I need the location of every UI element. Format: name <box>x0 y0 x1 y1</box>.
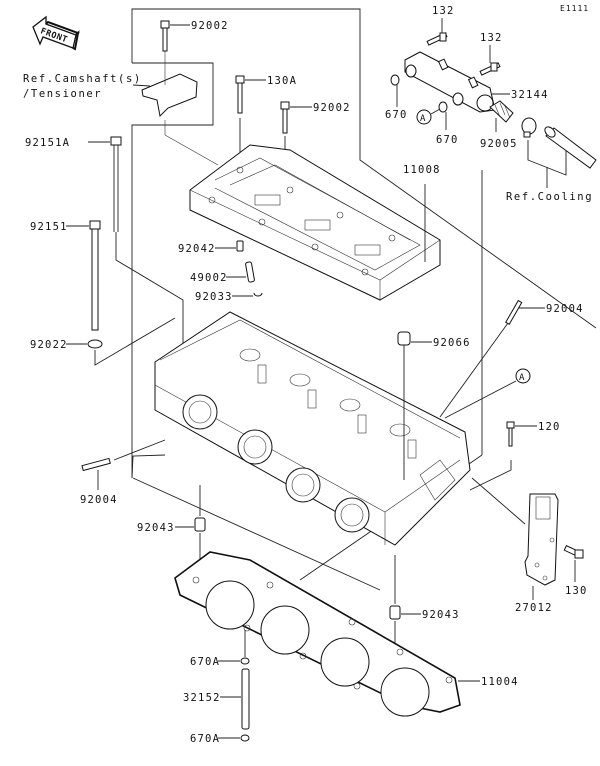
oring-670a-top <box>240 657 250 665</box>
lifter-49002 <box>245 261 255 283</box>
oring-670a-bottom <box>240 734 250 742</box>
label-132-a: 132 <box>432 5 455 17</box>
label-670a-top: 670A <box>190 656 220 668</box>
bolt-120 <box>506 421 515 447</box>
label-32144: 32144 <box>511 89 549 101</box>
reference-frame-lines <box>131 8 597 591</box>
label-49002: 49002 <box>190 272 228 284</box>
dowel-92042 <box>236 240 244 252</box>
label-92002-top: 92002 <box>191 20 229 32</box>
label-132-b: 132 <box>480 32 503 44</box>
label-92005: 92005 <box>480 138 518 150</box>
water-pipe-32144 <box>404 51 496 113</box>
bolt-92151 <box>89 220 101 331</box>
bolt-92002-top <box>160 20 170 52</box>
washer-92022 <box>87 339 103 349</box>
label-130a: 130A <box>267 75 297 87</box>
callout-a-right-label: A <box>519 373 525 383</box>
label-670-a: 670 <box>385 109 408 121</box>
label-92004-right: 92004 <box>546 303 584 315</box>
clip-92033 <box>253 292 263 297</box>
cylinder-head <box>154 311 471 546</box>
label-92043-left: 92043 <box>137 522 175 534</box>
dowel-92043-left <box>194 517 206 532</box>
bolt-92151a <box>110 136 122 232</box>
label-11004: 11004 <box>481 676 519 688</box>
label-92004-left: 92004 <box>80 494 118 506</box>
label-120: 120 <box>538 421 561 433</box>
camshaft-holder-11008 <box>189 144 441 301</box>
bolt-130 <box>563 544 584 559</box>
label-92033: 92033 <box>195 291 233 303</box>
head-gasket-11004 <box>174 551 461 717</box>
label-670-b: 670 <box>436 134 459 146</box>
label-92151: 92151 <box>30 221 68 233</box>
label-92022: 92022 <box>30 339 68 351</box>
callout-a-top-label: A <box>420 114 426 124</box>
pipe-32152 <box>241 668 250 730</box>
callout-a-right: A <box>515 368 531 384</box>
dowel-92043-right <box>389 605 401 620</box>
stud-92004-left <box>81 457 111 472</box>
front-arrow-icon: FRONT <box>32 15 80 51</box>
label-92002-mid: 92002 <box>313 102 351 114</box>
label-27012: 27012 <box>515 602 553 614</box>
bracket-27012 <box>524 493 559 586</box>
hose-clamp <box>521 117 537 138</box>
cooling-hose <box>544 126 597 169</box>
bolt-92002-mid <box>280 101 290 134</box>
stud-92004-right <box>505 299 523 325</box>
bolt-132-a <box>426 32 448 46</box>
label-32152: 32152 <box>183 692 221 704</box>
label-92043-right: 92043 <box>422 609 460 621</box>
diagram-code: E1111 <box>560 4 589 13</box>
oring-670-b <box>438 101 448 113</box>
label-92042: 92042 <box>178 243 216 255</box>
label-92066: 92066 <box>433 337 471 349</box>
oring-670-a <box>390 74 400 86</box>
label-130: 130 <box>565 585 588 597</box>
ref-cooling: Ref.Cooling <box>506 191 593 203</box>
cap-92066 <box>397 331 411 346</box>
label-92151a: 92151A <box>25 137 70 149</box>
ref-camshaft-line1: Ref.Camshaft(s) <box>23 73 142 85</box>
label-670a-bottom: 670A <box>190 733 220 745</box>
bolt-130a <box>235 75 245 114</box>
label-11008: 11008 <box>403 164 441 176</box>
camshaft-bracket <box>141 30 219 166</box>
hose-fitting-92005 <box>489 100 514 123</box>
ref-camshaft-line2: /Tensioner <box>23 88 102 100</box>
callout-a-top: A <box>416 109 432 125</box>
bolt-132-b <box>479 62 501 76</box>
